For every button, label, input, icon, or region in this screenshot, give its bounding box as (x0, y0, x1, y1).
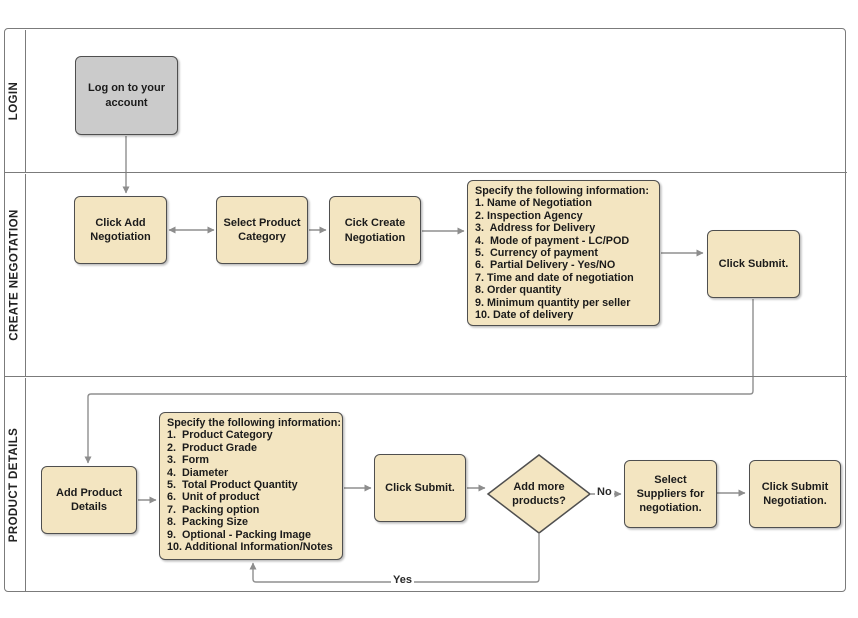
node-select-product-category: Select Product Category (216, 196, 308, 264)
swimlane-frame (4, 28, 846, 592)
specify-negotiation-item: 3. Address for Delivery (475, 222, 596, 235)
specify-negotiation-item: 10. Date of delivery (475, 309, 574, 322)
node-select-suppliers: Select Suppliers for negotiation. (624, 460, 717, 528)
node-log-on-account: Log on to your account (75, 56, 178, 135)
specify-product-item: 9. Optional - Packing Image (167, 528, 311, 541)
node-cick-create-negotiation: Cick Create Negotiation (329, 196, 421, 265)
node-specify-product-info: Specify the following information: 1. Pr… (159, 412, 343, 560)
node-click-submit-product: Click Submit. (374, 454, 466, 522)
lane-header-login: LOGIN (4, 29, 26, 173)
lane-header-product-details: PRODUCT DETAILS (4, 377, 26, 592)
lane-header-create-negotiation: CREATE NEGOTATION (4, 173, 26, 377)
lane-separator-2 (4, 376, 847, 377)
specify-negotiation-title: Specify the following information: (475, 185, 649, 197)
specify-product-item: 8. Packing Size (167, 516, 249, 529)
specify-product-item: 4. Diameter (167, 466, 229, 479)
node-click-submit-final-negotiation: Click Submit Negotiation. (749, 460, 841, 528)
node-click-add-negotiation: Click Add Negotiation (74, 196, 167, 264)
specify-product-item: 6. Unit of product (167, 491, 260, 504)
edge-label-yes: Yes (391, 574, 414, 586)
specify-product-item: 2. Product Grade (167, 441, 257, 454)
specify-product-item: 5. Total Product Quantity (167, 479, 298, 492)
specify-product-item: 10. Additional Information/Notes (167, 541, 333, 554)
lane-label-product-details: PRODUCT DETAILS (8, 427, 21, 542)
lane-label-login: LOGIN (8, 81, 21, 121)
specify-product-item: 7. Packing option (167, 503, 260, 516)
lane-label-create-negotiation: CREATE NEGOTATION (8, 209, 21, 341)
specify-negotiation-item: 9. Minimum quantity per seller (475, 296, 631, 309)
specify-negotiation-item: 4. Mode of payment - LC/POD (475, 234, 630, 247)
specify-product-item: 3. Form (167, 454, 209, 467)
node-add-product-details: Add Product Details (41, 466, 137, 534)
specify-negotiation-item: 6. Partial Delivery - Yes/NO (475, 259, 616, 272)
specify-negotiation-item: 8. Order quantity (475, 284, 562, 297)
decision-add-more-products: Add more products? (512, 480, 566, 507)
specify-negotiation-item: 5. Currency of payment (475, 247, 598, 260)
specify-product-item: 1. Product Category (167, 429, 273, 442)
edge-label-no: No (595, 486, 614, 498)
specify-product-title: Specify the following information: (167, 417, 341, 429)
specify-negotiation-item: 7. Time and date of negotiation (475, 271, 634, 284)
specify-negotiation-item: 1. Name of Negotiation (475, 197, 592, 210)
specify-negotiation-item: 2. Inspection Agency (475, 209, 583, 222)
node-specify-negotiation-info: Specify the following information: 1. Na… (467, 180, 660, 326)
node-click-submit-negotiation-info: Click Submit. (707, 230, 800, 298)
lane-separator-1 (4, 172, 847, 173)
